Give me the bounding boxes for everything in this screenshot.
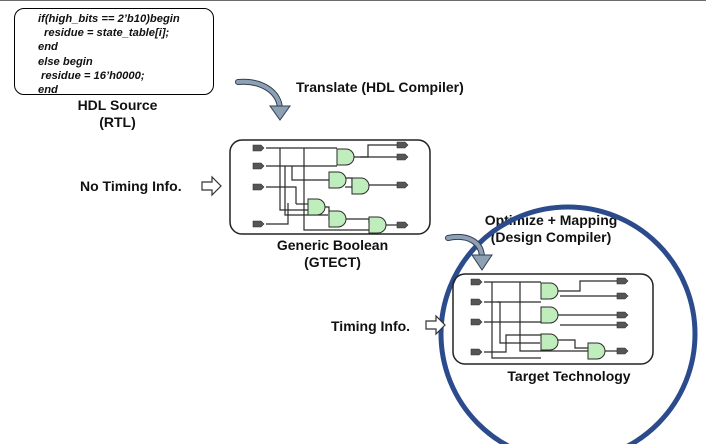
design-compiler-label: (Design Compiler) — [490, 229, 612, 245]
target-technology-netlist — [452, 273, 654, 365]
generic-boolean-label: Generic Boolean — [276, 237, 389, 253]
right-arrow-icon — [201, 175, 222, 197]
timing-info-label: Timing Info. — [331, 318, 411, 334]
top-divider — [0, 0, 706, 1]
target-technology-label: Target Technology — [507, 368, 631, 384]
code-line: if(high_bits == 2’b10)begin — [38, 13, 180, 25]
code-line: end — [38, 41, 58, 54]
rtl-label: (RTL) — [99, 114, 136, 130]
hdl-source-code-box: if(high_bits == 2’b10)begin residue = st… — [14, 8, 214, 97]
gtect-label: (GTECT) — [304, 254, 361, 270]
code-line: else begin — [38, 55, 93, 68]
curved-arrow-icon — [445, 234, 493, 271]
code-line: end — [38, 84, 58, 97]
hdl-source-label: HDL Source — [77, 97, 158, 113]
highlight-circle — [438, 204, 698, 444]
code-line: residue = 16’h0000; — [41, 69, 145, 82]
curved-arrow-icon — [235, 78, 291, 121]
generic-boolean-netlist — [229, 139, 431, 235]
no-timing-info-label: No Timing Info. — [80, 178, 182, 194]
translate-label: Translate (HDL Compiler) — [296, 79, 464, 95]
code-line: residue = state_table[i]; — [44, 27, 170, 40]
right-arrow-icon — [425, 314, 446, 336]
